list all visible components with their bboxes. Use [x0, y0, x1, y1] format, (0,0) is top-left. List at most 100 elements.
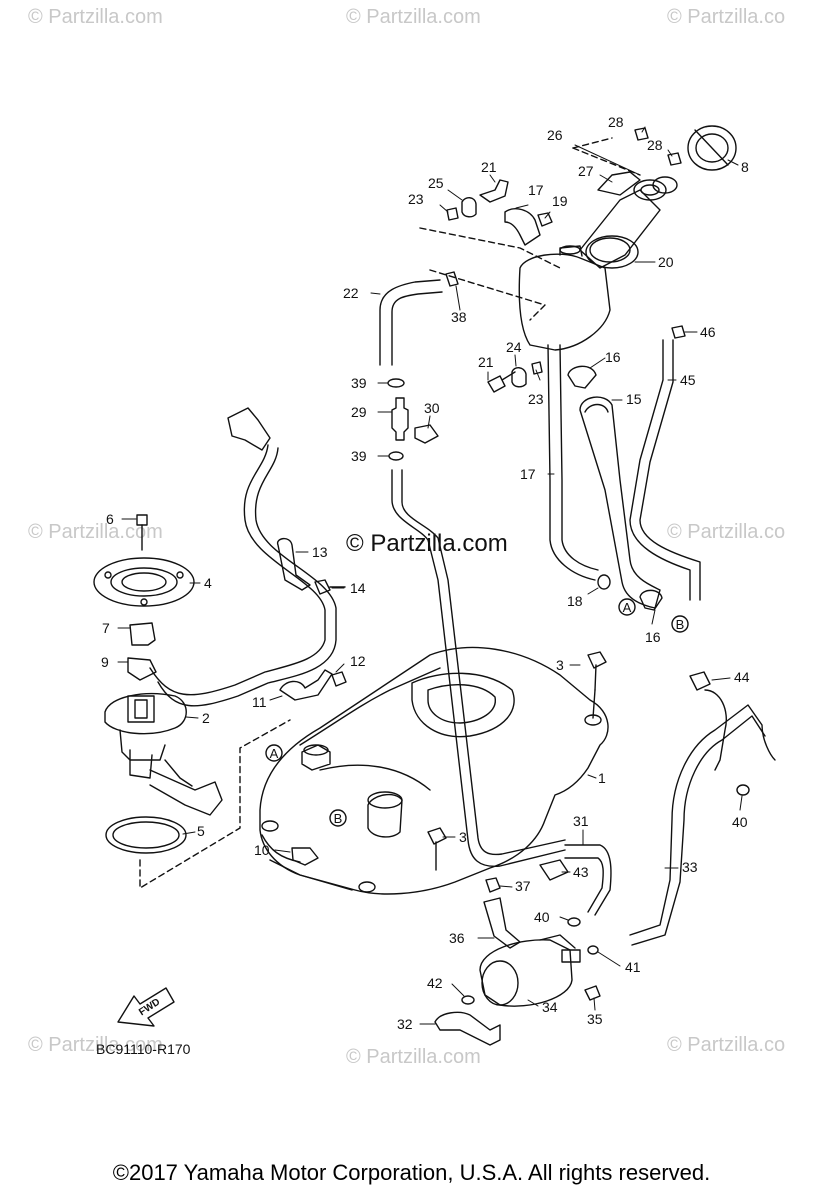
hose-connector-top	[227, 407, 271, 451]
callout-3b: 3	[459, 829, 467, 845]
callout-numbers: 1 2 3 3 4 5 6 7 8 9 10 11 12 13 14 15 16…	[101, 114, 750, 1032]
hose-31	[564, 844, 612, 916]
copyright-notice: ©2017 Yamaha Motor Corporation, U.S.A. A…	[112, 1160, 711, 1185]
callout-44: 44	[734, 669, 750, 685]
bolt-3-lower	[427, 827, 447, 871]
callout-39a: 39	[351, 375, 367, 391]
marker-b-hose-label: B	[676, 617, 685, 632]
callout-40b: 40	[732, 814, 748, 830]
clip-39-lower	[388, 451, 404, 461]
bolt-21-upper	[479, 179, 509, 203]
callout-37: 37	[515, 878, 531, 894]
callout-23a: 23	[408, 191, 424, 207]
callout-26: 26	[547, 127, 563, 143]
pump-outlet-hose	[149, 444, 326, 696]
clip-40-right	[736, 784, 750, 796]
fwd-label: FWD	[137, 997, 162, 1019]
callout-25: 25	[428, 175, 444, 191]
fwd-arrow-icon	[117, 987, 175, 1027]
callout-4: 4	[204, 575, 212, 591]
callout-35: 35	[587, 1011, 603, 1027]
callout-17a: 17	[528, 182, 544, 198]
bolt-37	[485, 877, 501, 893]
callout-41: 41	[625, 959, 641, 975]
clamp-16-upper	[567, 365, 597, 389]
callout-6: 6	[106, 511, 114, 527]
callout-1: 1	[598, 770, 606, 786]
watermark-top-center: © Partzilla.com	[346, 6, 481, 28]
hose-44-clip	[689, 671, 711, 691]
callout-15: 15	[626, 391, 642, 407]
watermark-bottom-left: © Partzilla.com	[28, 1034, 163, 1056]
marker-a-tank	[265, 744, 283, 762]
callout-19: 19	[552, 193, 568, 209]
callout-3a: 3	[556, 657, 564, 673]
filler-hose-15	[579, 396, 661, 609]
callout-45: 45	[680, 372, 696, 388]
hose-45	[629, 339, 691, 601]
watermark-mid-right: © Partzilla.co	[667, 521, 786, 543]
marker-a-tank-label: A	[270, 746, 279, 761]
marker-b-tank-label: B	[334, 811, 343, 826]
callout-32: 32	[397, 1016, 413, 1032]
callout-21b: 21	[478, 354, 494, 370]
callout-33: 33	[682, 859, 698, 875]
spacer-23-lower	[531, 361, 543, 375]
clip-18	[597, 574, 611, 590]
bolt-35	[584, 985, 601, 1001]
clip-30	[414, 424, 439, 444]
callout-39b: 39	[351, 448, 367, 464]
watermark-bottom-right: © Partzilla.co	[667, 1034, 786, 1056]
clamp-11	[279, 669, 333, 701]
bracket-36	[483, 897, 521, 949]
callout-21a: 21	[481, 159, 497, 175]
collar-25	[461, 197, 477, 218]
clip-9	[127, 657, 157, 681]
hose-33	[629, 704, 776, 936]
bolt-6	[136, 514, 148, 551]
diagram-code: BC91110-R170	[96, 1041, 191, 1057]
clip-43	[539, 859, 569, 881]
callout-10: 10	[254, 842, 270, 858]
bolt-12	[331, 671, 347, 687]
callout-18: 18	[567, 593, 583, 609]
breather-hose-22	[379, 279, 441, 366]
clip-46	[671, 325, 686, 339]
callout-5: 5	[197, 823, 205, 839]
callout-24: 24	[506, 339, 522, 355]
clip-10	[291, 847, 319, 866]
marker-b-hose	[671, 615, 689, 633]
callout-16b: 16	[645, 629, 661, 645]
callout-8: 8	[741, 159, 749, 175]
callout-12: 12	[350, 653, 366, 669]
marker-b-tank	[329, 809, 347, 827]
callout-28b: 28	[647, 137, 663, 153]
callout-2: 2	[202, 710, 210, 726]
callout-11: 11	[252, 694, 267, 710]
watermark-mid-left: © Partzilla.com	[28, 521, 163, 543]
bolt-21-lower	[487, 371, 516, 393]
callout-16a: 16	[605, 349, 621, 365]
callout-42: 42	[427, 975, 443, 991]
collar-24	[511, 367, 527, 388]
callout-31: 31	[573, 813, 589, 829]
pump-gasket	[105, 816, 187, 854]
clip-42	[461, 995, 475, 1005]
callout-23b: 23	[528, 391, 544, 407]
filler-neck	[504, 125, 737, 351]
callout-13: 13	[312, 544, 328, 560]
watermark-top-left: © Partzilla.com	[28, 6, 163, 28]
callout-30: 30	[424, 400, 440, 416]
center-watermark: © Partzilla.com	[346, 530, 508, 557]
connector-7	[129, 622, 156, 646]
callout-22: 22	[343, 285, 359, 301]
clamp-13	[276, 537, 311, 591]
drain-hose-17	[547, 344, 596, 581]
callout-40a: 40	[534, 909, 550, 925]
pump-cover-plate	[93, 557, 195, 607]
callout-17b: 17	[520, 466, 536, 482]
bolt-14	[314, 579, 346, 595]
watermark-top-right: © Partzilla.co	[667, 6, 786, 28]
callout-28a: 28	[608, 114, 624, 130]
